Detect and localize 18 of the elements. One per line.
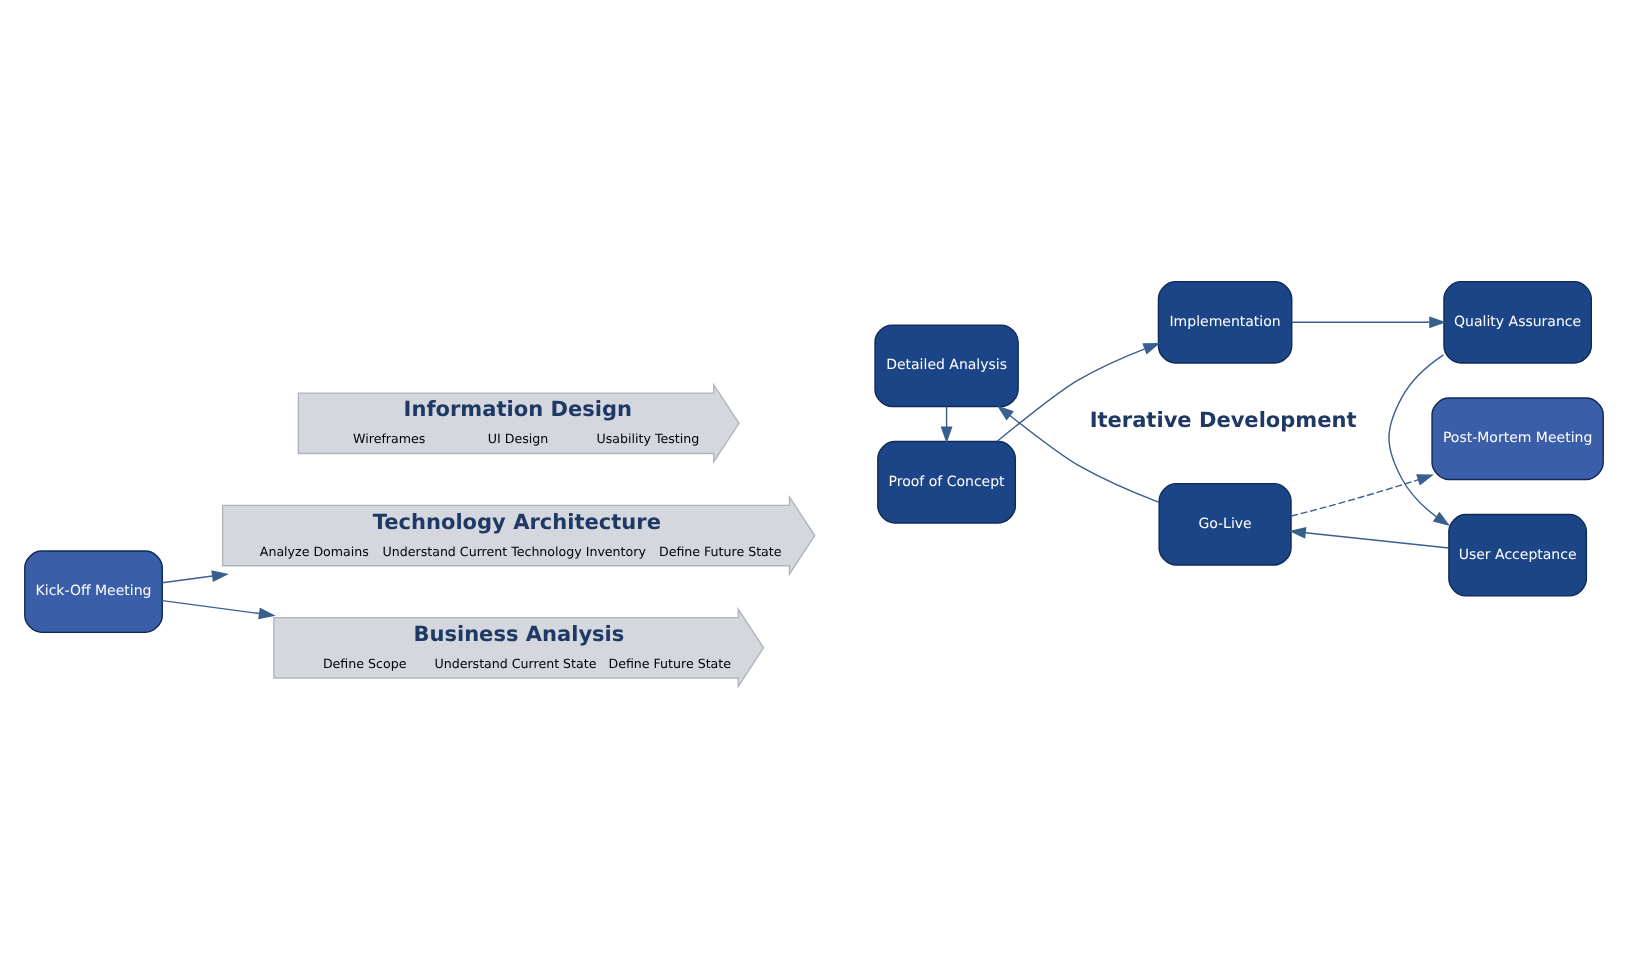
arrow <box>940 405 953 444</box>
arrow <box>996 342 1161 442</box>
node-box: Go-Live <box>1158 482 1292 566</box>
node-box: Post-Mortem Meeting <box>1431 397 1604 481</box>
arrow <box>161 570 229 584</box>
label: Iterative Development <box>1089 408 1357 433</box>
node-box: Quality Assurance <box>1443 280 1592 364</box>
node-box: User Acceptance <box>1448 513 1588 597</box>
arrow <box>1289 526 1450 549</box>
arrow <box>1291 316 1447 329</box>
node-box: Kick-Off Meeting <box>24 550 163 634</box>
arrow <box>1388 354 1451 527</box>
arrow <box>161 599 276 620</box>
arrow <box>997 405 1160 504</box>
node-box: Implementation <box>1157 280 1293 364</box>
node-box: Detailed Analysis <box>874 324 1019 408</box>
node-box: Proof of Concept <box>877 440 1017 524</box>
arrow <box>1290 474 1434 517</box>
